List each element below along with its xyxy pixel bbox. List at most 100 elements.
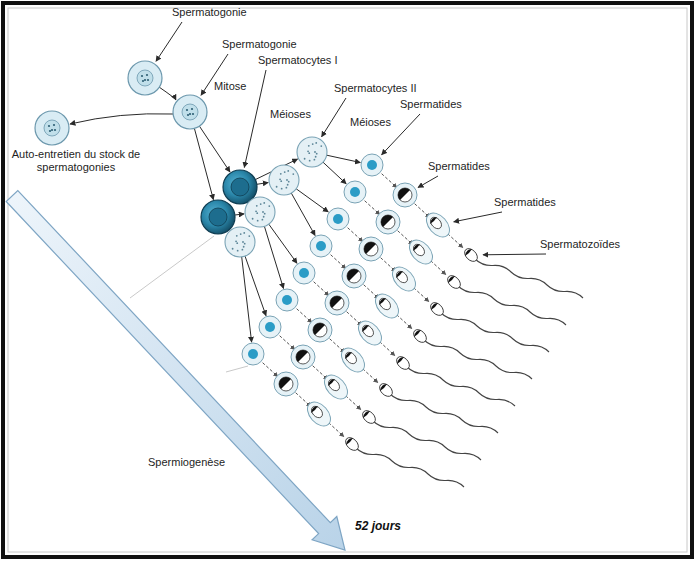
cell-nucleus	[381, 215, 395, 229]
division-arrow	[263, 363, 278, 377]
chromatin-dot	[236, 235, 238, 237]
chromatin-dot	[54, 129, 56, 131]
cell-nucleus	[182, 104, 198, 120]
division-arrow	[291, 193, 315, 235]
guide-line	[130, 236, 214, 298]
cell-label: Spermatides	[400, 98, 462, 111]
sperm-head	[360, 408, 378, 426]
spermatid-cell	[359, 237, 383, 261]
chromatin-dot	[257, 220, 259, 222]
spermatid-cell	[327, 208, 349, 230]
division-arrow	[397, 315, 412, 329]
chromatin-dot	[237, 250, 239, 252]
acrosome-cap	[347, 269, 359, 281]
chromatin-dot	[187, 114, 189, 116]
cell-nucleus	[411, 242, 426, 258]
spermatid-cell	[303, 398, 335, 431]
cell-nucleus	[428, 215, 443, 231]
process-label: Méioses	[270, 108, 311, 121]
division-arrow	[327, 155, 361, 162]
division-arrow	[235, 214, 244, 215]
acrosome-cap	[397, 357, 404, 364]
acrosome-cap	[328, 379, 335, 386]
division-arrow	[329, 423, 344, 437]
cell-nucleus	[279, 377, 293, 391]
chromatin-dot	[286, 179, 288, 181]
division-arrow	[380, 342, 395, 356]
chromatin-dot	[256, 212, 258, 214]
cell-label: Spermatocytes I	[258, 54, 337, 67]
division-arrow	[242, 257, 252, 342]
chromatin-dot	[141, 75, 143, 77]
acrosome-cap	[345, 352, 352, 359]
cell-nucleus	[394, 269, 409, 285]
division-arrow	[297, 309, 312, 323]
chromatin-dot	[312, 143, 314, 145]
cell-nucleus	[296, 350, 310, 364]
sperm-tail	[458, 286, 566, 325]
acrosome-cap	[279, 377, 291, 389]
chromatin-dot	[243, 246, 245, 248]
chromatin-dot	[146, 74, 148, 76]
chromatin-dot	[308, 152, 310, 154]
cell-label: Spermatides	[494, 196, 556, 209]
acrosome-cap	[330, 296, 342, 308]
chromatin-dot	[276, 186, 278, 188]
frame	[3, 3, 692, 557]
acrosome-cap	[396, 271, 403, 278]
chromatin-dot	[191, 108, 193, 110]
spermatocyte-ii-cell	[225, 227, 255, 257]
spermatid-cell	[371, 290, 403, 323]
division-arrow	[331, 255, 346, 269]
cell-label: Spermatogonie	[222, 38, 297, 51]
sperm-tail	[441, 313, 549, 352]
acrosome-cap	[362, 325, 369, 332]
chromatin-dot	[240, 233, 242, 235]
cell-label: Spermatides	[428, 160, 490, 173]
chromatin-dot	[264, 213, 266, 215]
cell-nucleus	[343, 350, 358, 366]
acrosome-cap	[313, 323, 325, 335]
division-arrow	[70, 114, 173, 124]
cell-nucleus	[299, 268, 309, 278]
cell-nucleus	[350, 187, 360, 197]
chromatin-dot	[315, 156, 317, 158]
sperm-head	[377, 381, 395, 399]
note-label: Auto-entretien du stock de spermatogonie…	[10, 148, 142, 174]
chromatin-dot	[263, 216, 265, 218]
cell-label: Spermatogonie	[172, 6, 247, 19]
division-arrow	[264, 226, 283, 288]
division-arrow	[257, 183, 268, 185]
sperm-tail	[356, 448, 464, 487]
division-arrow	[323, 162, 346, 184]
sperm-head	[428, 300, 446, 318]
spermatid-cell	[242, 343, 264, 365]
chromatin-dot	[51, 129, 53, 131]
chromatin-dot	[316, 153, 318, 155]
spermatid-cell	[337, 344, 369, 377]
spermatid-cell	[405, 236, 437, 269]
spermatocyte-ii-cell	[269, 165, 299, 195]
division-arrow	[382, 174, 397, 188]
time-arrow	[6, 191, 345, 551]
spermatid-cell	[376, 210, 400, 234]
chromatin-dot	[313, 159, 315, 161]
spermatid-cell	[388, 263, 420, 296]
chromatin-dot	[147, 79, 149, 81]
chromatin-dot	[263, 202, 265, 204]
spermatocyte-ii-cell	[245, 197, 275, 227]
cell-nucleus	[313, 323, 327, 337]
cell-nucleus	[209, 208, 227, 226]
spermatid-cell	[344, 181, 366, 203]
cell-label: Spermatozoïdes	[540, 238, 620, 251]
axis-label: Spermiogenèse	[148, 456, 225, 469]
spermatid-cell	[361, 154, 383, 176]
division-arrow	[363, 369, 378, 383]
spermatid-cell	[422, 209, 454, 242]
acrosome-cap	[296, 350, 308, 362]
chromatin-dot	[281, 188, 283, 190]
chromatin-dot	[144, 79, 146, 81]
spermatid-cell	[276, 289, 298, 311]
leader-line	[454, 212, 502, 222]
spermatid-cell	[291, 345, 315, 369]
